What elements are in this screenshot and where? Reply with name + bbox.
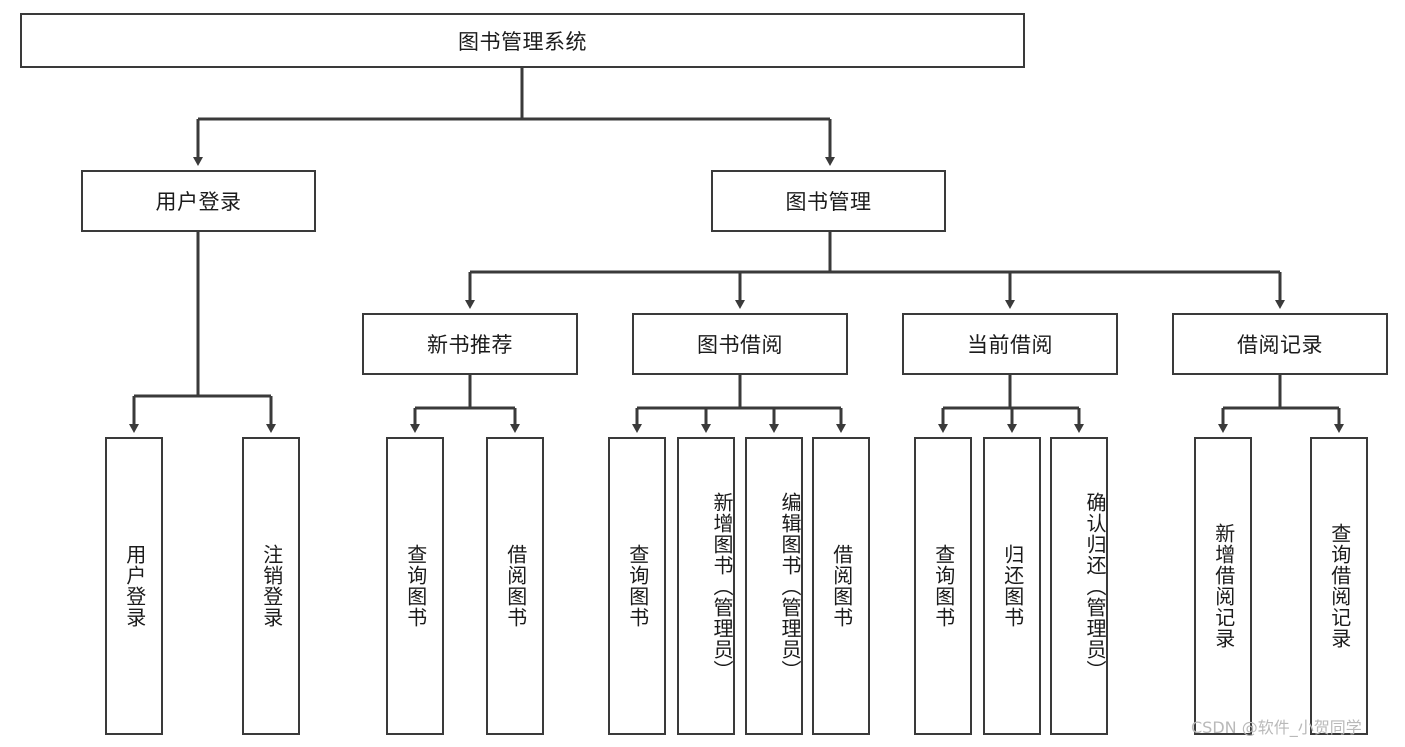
node-user-login[interactable]: 用户登录: [81, 170, 316, 232]
node-leaf-return-book[interactable]: 归还图书: [983, 437, 1041, 735]
leaf-label: 新增借阅记录: [1211, 523, 1236, 649]
node-leaf-query-borrow-record[interactable]: 查询借阅记录: [1310, 437, 1368, 735]
node-current-borrow[interactable]: 当前借阅: [902, 313, 1118, 375]
node-leaf-add-borrow-record[interactable]: 新增借阅记录: [1194, 437, 1252, 735]
leaf-label: 确认归还（管理员）: [1083, 491, 1107, 681]
node-leaf-edit-book-admin[interactable]: 编辑图书（管理员）: [745, 437, 803, 735]
node-leaf-query-book-borrow[interactable]: 查询图书: [608, 437, 666, 735]
node-leaf-borrow-book[interactable]: 借阅图书: [812, 437, 870, 735]
node-leaf-confirm-return-admin[interactable]: 确认归还（管理员）: [1050, 437, 1108, 735]
leaf-label: 注销登录: [259, 544, 284, 628]
node-leaf-query-book-recommend[interactable]: 查询图书: [386, 437, 444, 735]
leaf-label: 借阅图书: [503, 544, 528, 628]
leaf-label: 查询借阅记录: [1327, 523, 1352, 649]
leaf-label: 查询图书: [931, 544, 956, 628]
leaf-label: 借阅图书: [829, 544, 854, 628]
node-leaf-logout-login[interactable]: 注销登录: [242, 437, 300, 735]
node-book-manage[interactable]: 图书管理: [711, 170, 946, 232]
node-borrow-record[interactable]: 借阅记录: [1172, 313, 1388, 375]
leaf-label: 编辑图书（管理员）: [778, 491, 802, 681]
node-book-borrow[interactable]: 图书借阅: [632, 313, 848, 375]
node-leaf-add-book-admin[interactable]: 新增图书（管理员）: [677, 437, 735, 735]
leaf-label: 新增图书（管理员）: [710, 491, 734, 681]
node-new-book-recommend[interactable]: 新书推荐: [362, 313, 578, 375]
node-leaf-query-book-current[interactable]: 查询图书: [914, 437, 972, 735]
leaf-label: 用户登录: [122, 544, 147, 628]
node-root[interactable]: 图书管理系统: [20, 13, 1025, 68]
leaf-label: 查询图书: [625, 544, 650, 628]
leaf-label: 归还图书: [1000, 544, 1025, 628]
node-leaf-user-login[interactable]: 用户登录: [105, 437, 163, 735]
leaf-label: 查询图书: [403, 544, 428, 628]
node-leaf-borrow-book-recommend[interactable]: 借阅图书: [486, 437, 544, 735]
csdn-watermark: CSDN @软件_小贺同学: [1191, 718, 1362, 737]
